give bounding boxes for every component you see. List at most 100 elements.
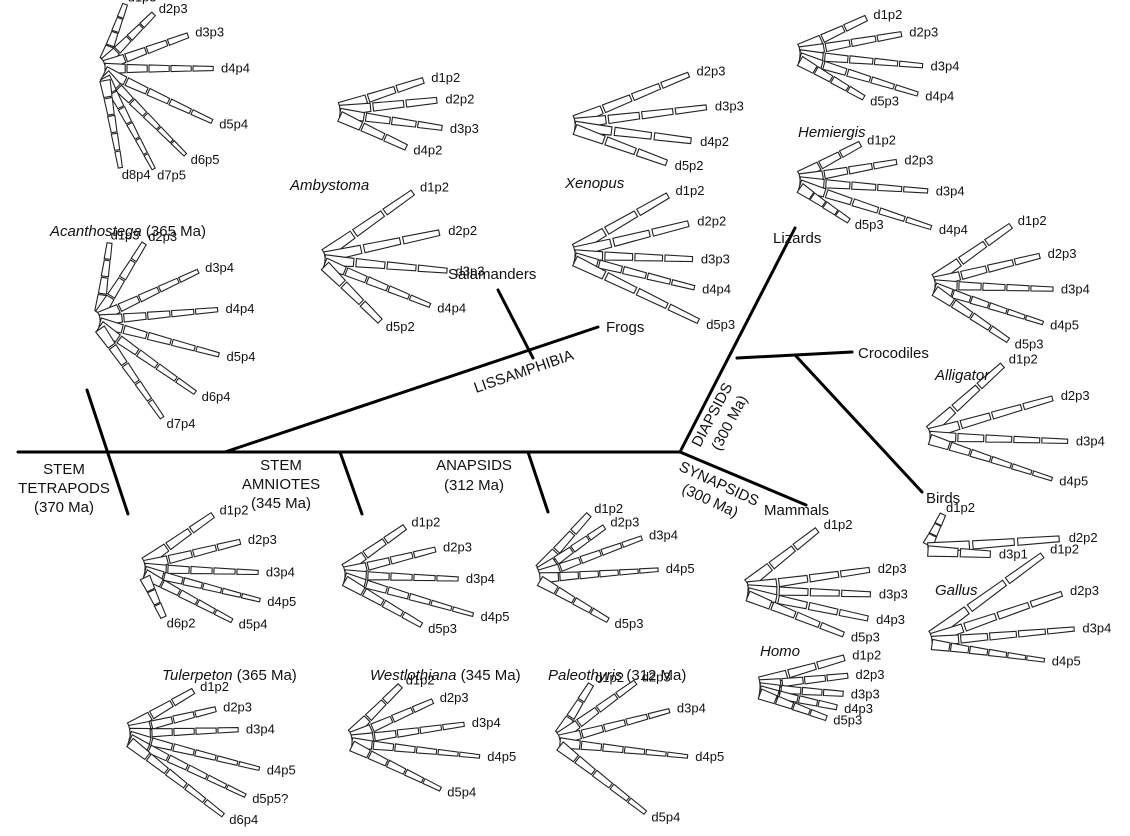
phalanx-bone — [586, 524, 607, 541]
phalanx-bone — [344, 267, 368, 284]
branch-acanthostega — [85, 388, 130, 516]
digit-d4p5: d4p5 — [350, 737, 516, 764]
digit-label: d1p2 — [824, 517, 853, 532]
phalanx-bone — [1029, 590, 1064, 608]
phalanx-bone — [148, 699, 174, 720]
digit-d8p4: d8p4 — [99, 78, 151, 182]
phalanx-bone — [635, 192, 670, 217]
phalanx-bone — [1013, 435, 1041, 444]
phalanx-bone — [170, 338, 196, 352]
phalanx-bone — [878, 207, 906, 222]
phalanx-bone — [167, 550, 194, 565]
digit-d4p4: d4p4 — [573, 252, 731, 297]
branch-synapsids — [678, 450, 808, 507]
phalanx-bone — [595, 693, 619, 713]
digit-d1p2: d1p2 — [922, 500, 975, 549]
phalanx-bone — [1006, 308, 1026, 320]
digit-label: d3p4 — [931, 58, 960, 73]
taxon-name: Homo — [760, 643, 800, 660]
phalanx-bone — [150, 716, 174, 730]
phalanx-bone — [408, 592, 432, 606]
phalanx-bone — [615, 679, 638, 699]
digit-label: d3p4 — [649, 527, 678, 542]
phalanx-bone — [848, 55, 874, 65]
phalanx-bone — [664, 254, 694, 263]
phalanx-bone — [604, 136, 638, 156]
phalanx-bone — [797, 695, 819, 707]
phalanx-bone — [340, 281, 365, 306]
phalanx-bone — [114, 84, 135, 104]
taxon-name: Paleothyris — [548, 667, 623, 684]
phalanx-bone — [996, 601, 1031, 620]
phalanx-bone — [576, 706, 600, 728]
phalanx-bone — [602, 743, 624, 754]
phalanx-bone — [103, 96, 115, 116]
phalanx-bone — [829, 75, 850, 92]
digit-d5p3: d5p3 — [341, 575, 457, 636]
digit-d5p3: d5p3 — [796, 182, 884, 232]
digit-label: d3p3 — [851, 686, 880, 701]
digit-d3p4: d3p4 — [934, 279, 1090, 296]
phalanx-bone — [167, 564, 190, 574]
digit-label: d2p2 — [697, 214, 726, 229]
phalanx-bone — [114, 150, 124, 169]
phalanx-bone — [639, 567, 659, 574]
phalanx-bone — [824, 189, 853, 206]
phalanx-bone — [768, 545, 797, 570]
metacarpal-bone — [572, 123, 606, 145]
digit-label: d2p3 — [148, 229, 177, 244]
phalanx-bone — [135, 349, 159, 369]
digit-d4p5: d4p5 — [342, 572, 509, 624]
phalanx-bone — [951, 289, 972, 304]
phalanx-bone — [221, 587, 242, 598]
phalanx-bone — [416, 120, 443, 131]
phalanx-bone — [150, 737, 174, 751]
digit-label: d4p5 — [695, 749, 724, 764]
metacarpal-bone — [139, 574, 156, 593]
phalanx-bone — [982, 282, 1006, 291]
phalanx-bone — [777, 574, 809, 588]
phalanx-bone — [436, 575, 459, 582]
phalanx-bone — [987, 648, 1008, 659]
digit-label: d3p3 — [450, 121, 479, 136]
phalanx-bone — [170, 64, 192, 73]
phalanx-bone — [396, 727, 420, 738]
digit-d5p3: d5p3 — [931, 285, 1044, 352]
phalanx-bone — [415, 746, 438, 755]
phalanx-bone — [373, 730, 397, 742]
branch-stem-amniotes — [338, 450, 364, 516]
taxon-name: Ambystoma — [289, 177, 369, 194]
digit-label: d1p2 — [220, 502, 249, 517]
digit-d5p3: d5p3 — [757, 688, 862, 728]
hand-skeletons: d1p3d2p3d3p3d4p4d5p4d6p5d7p5d8p4Acanthos… — [49, 0, 1111, 827]
phalanx-bone — [116, 2, 129, 20]
phalanx-bone — [442, 721, 465, 731]
phalanx-bone — [194, 749, 217, 761]
phalanx-bone — [1030, 285, 1054, 292]
digit-label: d4p5 — [666, 561, 695, 576]
phalanx-bone — [175, 377, 198, 396]
phalanx-bone — [366, 85, 397, 103]
phalanx-bone — [123, 46, 148, 63]
digit-label: d6p4 — [229, 812, 258, 827]
phalanx-bone — [165, 527, 193, 551]
phalanx-bone — [237, 760, 261, 772]
phalanx-bone — [623, 746, 646, 755]
digit-d7p5: d7p5 — [99, 74, 186, 183]
phalanx-bone — [898, 60, 924, 69]
phalanx-bone — [172, 711, 196, 724]
phalanx-bone — [195, 727, 217, 735]
digit-label: d2p3 — [440, 690, 469, 705]
phalanx-bone — [107, 114, 118, 134]
phalanx-bone — [385, 759, 407, 775]
phalanx-bone — [950, 299, 974, 319]
digit-label: d1p2 — [431, 70, 460, 85]
digit-d2p3: d2p3 — [927, 388, 1090, 440]
phalanx-bone — [559, 571, 580, 582]
phalanx-bone — [825, 179, 851, 190]
phalanx-bone — [613, 126, 653, 140]
phalanx-bone — [850, 35, 877, 48]
